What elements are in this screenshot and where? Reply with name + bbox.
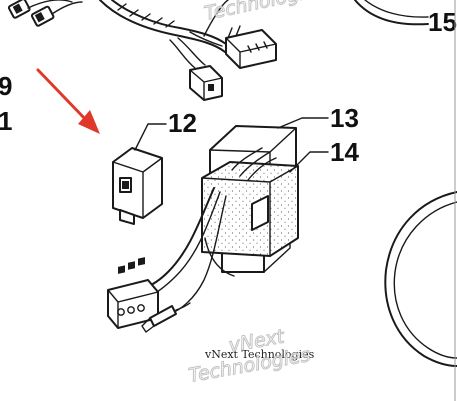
watermark-top: Technologies	[202, 0, 327, 25]
six-pin-connector	[107, 257, 159, 329]
callout-1: 1	[0, 106, 12, 136]
upper-connector-small	[189, 65, 223, 101]
right-cable-loop	[384, 191, 457, 367]
callout-12: 12	[168, 108, 197, 138]
top-left-plugs	[7, 0, 83, 27]
leader-13	[277, 117, 329, 129]
relay-12	[112, 147, 163, 225]
callout-14: 14	[330, 137, 359, 167]
leader-14	[289, 151, 329, 173]
pointer-arrow	[36, 68, 100, 134]
top-right-cable	[354, 0, 429, 26]
callout-9: 9	[0, 71, 12, 101]
upper-harness	[99, 0, 229, 69]
leader-12	[134, 123, 167, 151]
bullet-terminal	[141, 302, 191, 333]
callout-13: 13	[330, 103, 359, 133]
upper-connector-right	[225, 25, 277, 69]
credit-text: vNext Technologies	[204, 348, 315, 361]
module-cover-14	[201, 147, 299, 257]
callout-15: 15	[428, 7, 457, 37]
